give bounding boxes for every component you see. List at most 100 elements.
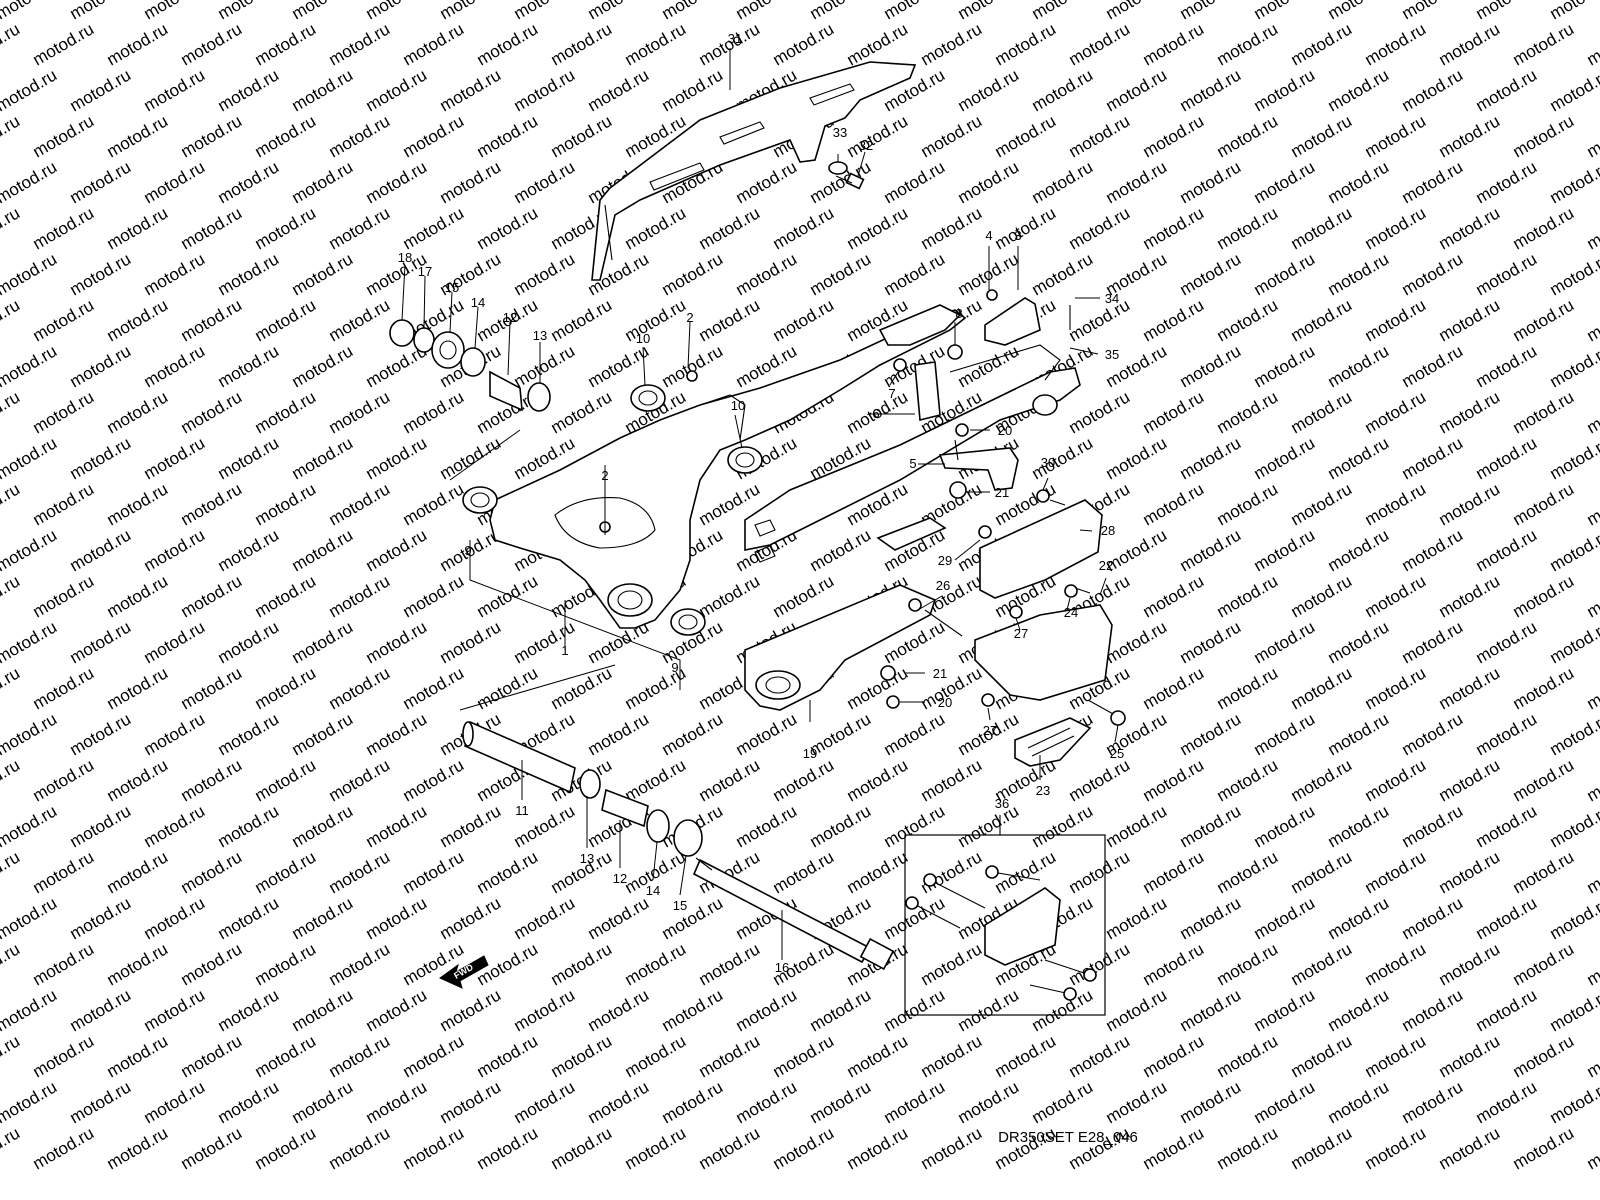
watermark-text: motod.ru xyxy=(0,249,60,299)
watermark-text: motod.ru xyxy=(67,801,135,851)
callout-20b: 20 xyxy=(938,695,952,710)
watermark-text: motod.ru xyxy=(1140,479,1208,529)
watermark-text: motod.ru xyxy=(141,341,209,391)
watermark-text: motod.ru xyxy=(252,479,320,529)
watermark-text: motod.ru xyxy=(1473,1077,1541,1127)
watermark-text: motod.ru xyxy=(0,663,23,713)
watermark-text: motod.ru xyxy=(1510,663,1578,713)
watermark-text: motod.ru xyxy=(1214,847,1282,897)
watermark-text: motod.ru xyxy=(178,203,246,253)
callout-18: 18 xyxy=(398,250,412,265)
watermark-text: motod.ru xyxy=(474,663,542,713)
callout-26: 26 xyxy=(936,578,950,593)
watermark-text: motod.ru xyxy=(1436,939,1504,989)
watermark-text: motod.ru xyxy=(1399,0,1467,23)
watermark-text: motod.ru xyxy=(1177,617,1245,667)
watermark-text: motod.ru xyxy=(178,1123,246,1173)
watermark-text: motod.ru xyxy=(363,0,431,23)
watermark-text: motod.ru xyxy=(0,525,60,575)
watermark-text: motod.ru xyxy=(696,571,764,621)
watermark-text: motod.ru xyxy=(1103,1077,1171,1127)
watermark-text: motod.ru xyxy=(1214,295,1282,345)
watermark-text: motod.ru xyxy=(326,1031,394,1081)
watermark-text: motod.ru xyxy=(1325,0,1393,23)
watermark-text: motod.ru xyxy=(0,0,60,23)
watermark-text: motod.ru xyxy=(1325,65,1393,115)
watermark-text: motod.ru xyxy=(1177,249,1245,299)
watermark-text: motod.ru xyxy=(1547,1077,1600,1127)
watermark-text: motod.ru xyxy=(1066,203,1134,253)
watermark-text: motod.ru xyxy=(67,985,135,1035)
watermark-text: motod.ru xyxy=(918,203,986,253)
watermark-text: motod.ru xyxy=(1177,893,1245,943)
watermark-text: motod.ru xyxy=(1214,479,1282,529)
watermark-text: motod.ru xyxy=(141,157,209,207)
watermark-text: motod.ru xyxy=(1325,249,1393,299)
watermark-text: motod.ru xyxy=(955,157,1023,207)
watermark-text: motod.ru xyxy=(1140,111,1208,161)
watermark-text: motod.ru xyxy=(104,1123,172,1173)
watermark-text: motod.ru xyxy=(696,295,764,345)
watermark-text: motod.ru xyxy=(1584,387,1600,437)
callout-6: 6 xyxy=(872,406,879,421)
watermark-text: motod.ru xyxy=(1436,847,1504,897)
watermark-text: motod.ru xyxy=(1177,709,1245,759)
callout-10b: 10 xyxy=(731,398,745,413)
watermark-text: motod.ru xyxy=(215,249,283,299)
watermark-text: motod.ru xyxy=(141,0,209,23)
watermark-text: motod.ru xyxy=(474,203,542,253)
callout-21: 21 xyxy=(995,485,1009,500)
watermark-text: motod.ru xyxy=(363,1077,431,1127)
watermark-text: motod.ru xyxy=(1510,295,1578,345)
watermark-text: motod.ru xyxy=(252,847,320,897)
watermark-text: motod.ru xyxy=(178,387,246,437)
watermark-text: motod.ru xyxy=(1510,1123,1578,1173)
watermark-text: motod.ru xyxy=(1251,893,1319,943)
watermark-text: motod.ru xyxy=(955,65,1023,115)
watermark-text: motod.ru xyxy=(0,295,23,345)
watermark-text: motod.ru xyxy=(807,0,875,23)
watermark-text: motod.ru xyxy=(622,203,690,253)
watermark-text: motod.ru xyxy=(400,479,468,529)
watermark-text: motod.ru xyxy=(1399,709,1467,759)
watermark-text: motod.ru xyxy=(252,295,320,345)
callout-15: 15 xyxy=(445,280,459,295)
watermark-text: motod.ru xyxy=(1177,65,1245,115)
watermark-text: motod.ru xyxy=(622,663,690,713)
watermark-text: motod.ru xyxy=(252,663,320,713)
watermark-text: motod.ru xyxy=(1362,939,1430,989)
watermark-text: motod.ru xyxy=(1547,341,1600,391)
watermark-text: motod.ru xyxy=(1177,801,1245,851)
watermark-text: motod.ru xyxy=(1362,387,1430,437)
watermark-text: motod.ru xyxy=(0,801,60,851)
watermark-text: motod.ru xyxy=(0,65,60,115)
watermark-text: motod.ru xyxy=(1584,755,1600,805)
watermark-text: motod.ru xyxy=(1547,709,1600,759)
watermark-text: motod.ru xyxy=(1214,203,1282,253)
watermark-text: motod.ru xyxy=(141,65,209,115)
watermark-text: motod.ru xyxy=(1436,479,1504,529)
watermark-text: motod.ru xyxy=(955,341,1023,391)
watermark-text: motod.ru xyxy=(363,893,431,943)
callout-30: 30 xyxy=(1041,455,1055,470)
watermark-text: motod.ru xyxy=(1473,617,1541,667)
watermark-text: motod.ru xyxy=(992,203,1060,253)
watermark-text: motod.ru xyxy=(955,0,1023,23)
watermark-text: motod.ru xyxy=(1251,801,1319,851)
watermark-text: motod.ru xyxy=(0,1031,23,1081)
watermark-text: motod.ru xyxy=(844,1123,912,1173)
swingarm-body xyxy=(489,304,1081,629)
watermark-text: motod.ru xyxy=(141,433,209,483)
watermark-text: motod.ru xyxy=(141,893,209,943)
watermark-text: motod.ru xyxy=(770,847,838,897)
watermark-text: motod.ru xyxy=(585,1077,653,1127)
callout-19: 19 xyxy=(803,746,817,761)
watermark-text: motod.ru xyxy=(67,433,135,483)
watermark-text: motod.ru xyxy=(1214,1123,1282,1173)
watermark-text: motod.ru xyxy=(955,985,1023,1035)
watermark-text: motod.ru xyxy=(141,1077,209,1127)
watermark-text: motod.ru xyxy=(1288,203,1356,253)
watermark-text: motod.ru xyxy=(844,755,912,805)
watermark-text: motod.ru xyxy=(1029,801,1097,851)
watermark-text: motod.ru xyxy=(511,985,579,1035)
